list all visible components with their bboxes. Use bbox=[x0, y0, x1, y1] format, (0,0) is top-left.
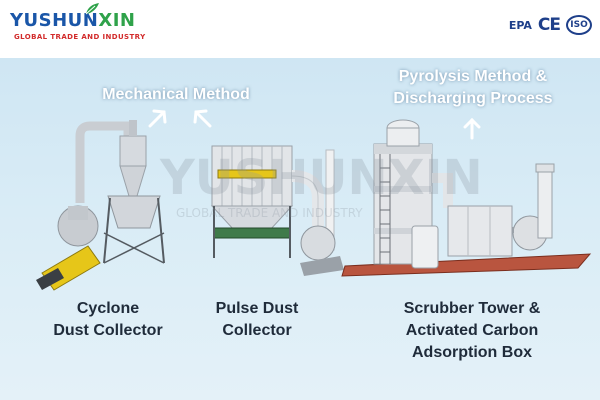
ce-badge: CE bbox=[537, 15, 561, 35]
brand-accent-text: XIN bbox=[98, 10, 136, 31]
cyclone-caption-line-2: Dust Collector bbox=[53, 322, 163, 339]
watermark-brand: YUSHUNXIN bbox=[160, 150, 483, 206]
cyclone-dust-collector bbox=[36, 120, 165, 291]
scrubber-caption-line-1: Scrubber Tower & bbox=[403, 300, 541, 317]
equipment-showcase: YUSHUNXIN GLOBAL TRADE AND INDUSTRY Mech… bbox=[0, 58, 600, 400]
leaf-icon bbox=[85, 3, 99, 15]
brand-tagline: GLOBAL TRADE AND INDUSTRY bbox=[14, 33, 146, 41]
scrubber-caption-line-3: Adsorption Box bbox=[412, 344, 532, 361]
pyrolysis-line-1: Pyrolysis Method & bbox=[398, 68, 548, 85]
scrubber-caption: Scrubber Tower & Activated Carbon Adsorp… bbox=[372, 298, 572, 364]
cyclone-caption: Cyclone Dust Collector bbox=[28, 298, 188, 342]
watermark-tagline: GLOBAL TRADE AND INDUSTRY bbox=[176, 206, 363, 220]
iso-badge: ISO bbox=[566, 15, 592, 35]
arrow-up-left-icon bbox=[193, 109, 212, 128]
mechanical-method-label: Mechanical Method bbox=[102, 86, 250, 103]
pyrolysis-method-label: Pyrolysis Method & Discharging Process bbox=[368, 66, 578, 110]
header: YUSHUNXIN GLOBAL TRADE AND INDUSTRY EPA … bbox=[0, 0, 600, 58]
cyclone-caption-line-1: Cyclone bbox=[76, 300, 140, 317]
arrow-up-icon bbox=[463, 117, 481, 140]
certification-badges: EPA CE ISO bbox=[509, 14, 592, 36]
pulse-caption: Pulse Dust Collector bbox=[192, 298, 322, 342]
pulse-caption-line-2: Collector bbox=[222, 322, 292, 339]
pyrolysis-line-2: Discharging Process bbox=[393, 90, 553, 107]
epa-badge: EPA bbox=[508, 18, 532, 32]
brand-main-text: YUSHUN bbox=[10, 10, 99, 31]
pulse-dust-collector bbox=[210, 145, 344, 276]
scrubber-and-carbon-box bbox=[341, 119, 592, 277]
pulse-caption-line-1: Pulse Dust bbox=[215, 300, 299, 317]
brand-logo[interactable]: YUSHUNXIN bbox=[10, 10, 136, 31]
scrubber-caption-line-2: Activated Carbon bbox=[405, 322, 539, 339]
equipment-illustration bbox=[36, 109, 592, 291]
arrow-up-right-icon bbox=[148, 109, 167, 128]
